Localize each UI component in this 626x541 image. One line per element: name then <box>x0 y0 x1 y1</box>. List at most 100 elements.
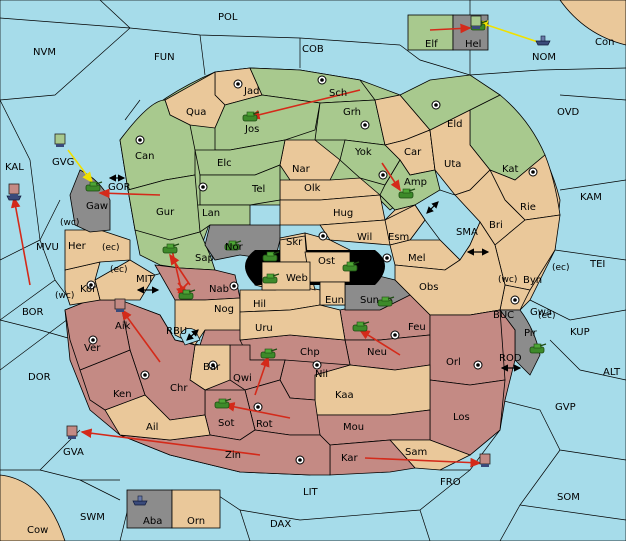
label-obs: Obs <box>419 282 438 293</box>
label-eun: Eun <box>325 295 344 306</box>
label-rot: Rot <box>256 419 273 430</box>
label-elc: Elc <box>217 158 232 169</box>
label-amp: Amp <box>404 177 427 188</box>
label-fro: FRO <box>440 477 461 488</box>
label-kor: Kor <box>80 284 97 295</box>
label-hel: Hel <box>465 39 481 50</box>
province-aba[interactable] <box>126 489 173 529</box>
label-orn: Orn <box>187 516 205 527</box>
label-gwa: Gwa <box>530 307 552 318</box>
label-skr: Skr <box>286 237 303 248</box>
label-kal: KAL <box>5 162 24 173</box>
label-aik: Aik <box>115 321 131 332</box>
province-elf[interactable] <box>407 14 454 51</box>
label-olk: Olk <box>304 183 321 194</box>
label-her: Her <box>68 241 87 252</box>
sea-labels: POL NVM FUN COB NOM Con OVD KAL GVG GOR … <box>5 12 621 536</box>
label-tel: Tel <box>251 184 265 195</box>
label-car: Car <box>404 147 422 158</box>
label-los: Los <box>453 412 470 423</box>
label-alt: ALT <box>603 367 621 378</box>
label-pol: POL <box>218 12 238 23</box>
label-lit: LIT <box>303 487 319 498</box>
label-sun: Sun <box>360 295 379 306</box>
province-orn[interactable] <box>171 489 221 529</box>
label-kaa: Kaa <box>335 390 354 401</box>
label-uru: Uru <box>255 323 273 334</box>
province-neu[interactable] <box>344 334 431 371</box>
label-sap: Sap <box>195 253 214 264</box>
label-fun: FUN <box>154 52 175 63</box>
label-sch: Sch <box>329 88 347 99</box>
label-chr: Chr <box>170 383 188 394</box>
label-chp: Chp <box>300 347 320 358</box>
label-qwi: Qwi <box>233 373 252 384</box>
label-sam: Sam <box>405 447 427 458</box>
label-sot: Sot <box>218 418 234 429</box>
label-bri: Bri <box>489 220 503 231</box>
label-ovd: OVD <box>557 107 580 118</box>
label-yok: Yok <box>354 147 372 158</box>
label-gor: GOR <box>108 182 131 193</box>
label-rie: Rie <box>520 202 536 213</box>
label-dax: DAX <box>270 519 291 530</box>
label-hug: Hug <box>333 208 353 219</box>
flag-icon <box>8 183 20 198</box>
label-kup: KUP <box>570 327 590 338</box>
province-kaa[interactable] <box>314 364 431 416</box>
label-wc: (wc) <box>498 275 517 285</box>
label-gvg: GVG <box>52 157 74 168</box>
label-gva: GVA <box>63 447 84 458</box>
label-nab: Nab <box>209 284 229 295</box>
label-ec: (ec) <box>552 263 570 273</box>
label-ost: Ost <box>318 256 335 267</box>
label-zin: Zin <box>225 450 241 461</box>
label-nvm: NVM <box>33 47 56 58</box>
provinces <box>64 67 561 476</box>
province-pir[interactable] <box>499 309 541 376</box>
label-bar: Bar <box>203 362 221 373</box>
label-ail: Ail <box>146 422 158 433</box>
label-dor: DOR <box>28 372 51 383</box>
flag-icon <box>66 425 78 440</box>
label-kat: Kat <box>502 164 519 175</box>
label-wc: (wc) <box>55 291 74 301</box>
label-nog: Nog <box>214 304 234 315</box>
label-som: SOM <box>557 492 580 503</box>
label-aba: Aba <box>143 516 162 527</box>
label-eld: Eld <box>447 119 462 130</box>
province-uru[interactable] <box>239 304 346 341</box>
label-tei: TEI <box>589 259 605 270</box>
label-lan: Lan <box>202 208 220 219</box>
label-sma: SMA <box>456 227 478 238</box>
label-nom: NOM <box>532 52 556 63</box>
flag-icon <box>470 15 482 30</box>
label-neu: Neu <box>367 347 387 358</box>
land-labels: Elf Hel Jad Sch Qua Jos Grh Eld Can Elc … <box>68 39 552 527</box>
label-rbu: RBU <box>166 326 187 337</box>
label-jad: Jad <box>243 86 259 97</box>
label-nar: Nar <box>292 164 311 175</box>
sea-link-arrows <box>108 174 522 372</box>
label-gur: Gur <box>156 207 175 218</box>
label-wil: Wil <box>357 232 372 243</box>
province-qwi[interactable] <box>229 344 286 391</box>
flag-icon <box>114 298 126 313</box>
label-ec: (ec) <box>110 265 128 275</box>
province-orl[interactable] <box>429 309 506 386</box>
support-arrows <box>67 20 539 184</box>
label-grh: Grh <box>343 107 361 118</box>
label-ec: (ec) <box>102 243 120 253</box>
label-pir: Pir <box>524 328 538 339</box>
label-con: Con <box>595 37 614 48</box>
label-rod: ROD <box>499 353 522 364</box>
label-mvu: MVU <box>36 242 59 253</box>
province-eld[interactable] <box>399 74 501 131</box>
province-esm[interactable] <box>384 204 426 246</box>
label-uta: Uta <box>444 159 461 170</box>
label-mou: Mou <box>343 422 364 433</box>
province-ail[interactable] <box>104 394 211 441</box>
province-eun-center <box>319 281 346 306</box>
